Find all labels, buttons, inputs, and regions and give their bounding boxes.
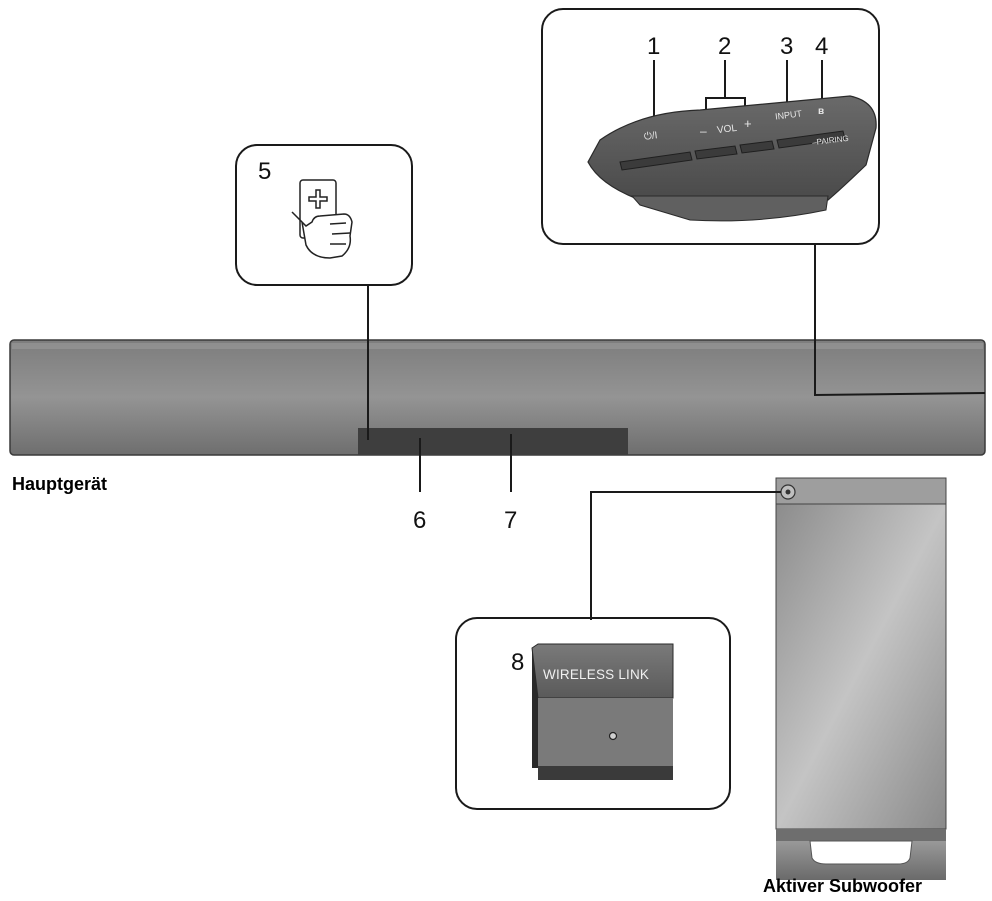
callout-4: 4 [815,33,829,60]
vol-minus-label: – [700,124,707,138]
subwoofer-caption: Aktiver Subwoofer [763,876,923,896]
main-unit-caption: Hauptgerät [12,474,108,494]
display-window [358,428,628,455]
wireless-link-label: WIRELESS LINK [543,667,650,682]
bluetooth-icon: ʙ [818,106,825,117]
wireless-link-frame [455,617,731,810]
subwoofer [775,477,947,880]
callout-7: 7 [504,507,518,534]
vol-plus-label: + [744,116,752,131]
button-panel-frame [541,8,880,245]
callout-6: 6 [413,507,427,534]
callout-1: 1 [647,33,661,60]
callout-5: 5 [258,158,272,185]
power-label: ⏻/I [643,130,659,143]
callout-8: 8 [511,649,525,676]
soundbar [9,339,986,456]
callout-3: 3 [780,33,794,60]
callout-2: 2 [718,33,732,60]
